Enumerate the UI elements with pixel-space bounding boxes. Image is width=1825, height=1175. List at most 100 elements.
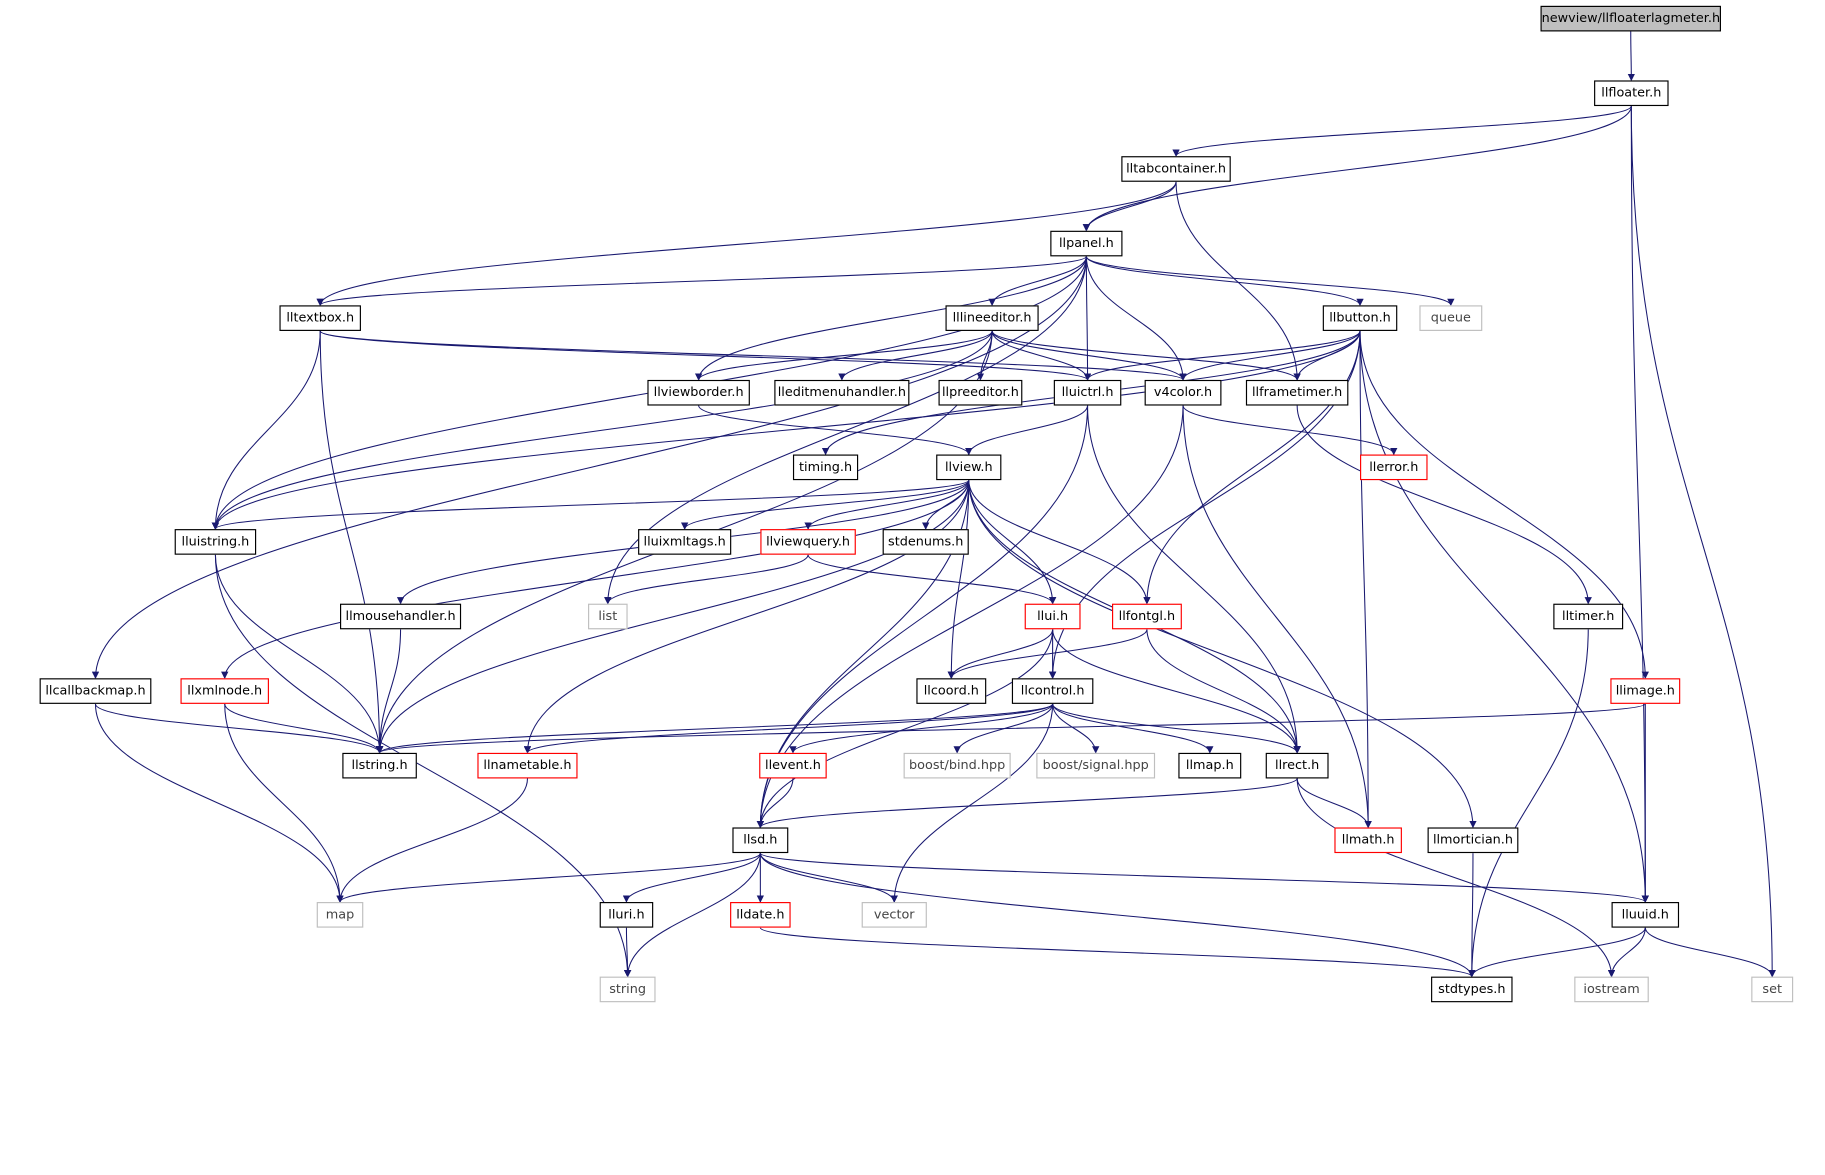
edge-lineeditor-to-viewborder — [695, 330, 993, 381]
edge-lineeditor-to-editmenuhandler — [838, 330, 993, 381]
node-llstring[interactable]: llstring.h — [342, 752, 417, 779]
node-nametable[interactable]: llnametable.h — [477, 752, 578, 779]
edge-panel-to-textbox — [316, 255, 1087, 307]
node-stdtypes[interactable]: stdtypes.h — [1431, 976, 1513, 1003]
node-textbox[interactable]: lltextbox.h — [279, 305, 361, 331]
node-control[interactable]: llcontrol.h — [1011, 678, 1094, 704]
node-uri[interactable]: lluri.h — [599, 902, 654, 928]
edge-view-to-nametable — [523, 480, 970, 754]
edge-uictrl-to-rect — [1087, 405, 1301, 754]
node-uistring[interactable]: lluistring.h — [174, 529, 257, 555]
node-timing[interactable]: timing.h — [792, 454, 859, 481]
edge-panel-to-viewborder — [695, 256, 1087, 381]
node-view[interactable]: llview.h — [936, 454, 1002, 481]
edge-lineeditor-to-frametimer — [991, 330, 1301, 381]
node-editmenuhandler[interactable]: lleditmenuhandler.h — [774, 379, 910, 406]
edge-mousehandler-to-llstring — [375, 629, 402, 754]
node-error[interactable]: llerror.h — [1360, 454, 1428, 481]
edge-control-to-event — [789, 703, 1054, 754]
node-boostbind: boost/bind.hpp — [903, 752, 1011, 779]
edge-control-to-llstring — [376, 703, 1054, 754]
node-viewquery[interactable]: llviewquery.h — [760, 529, 856, 555]
edge-panel-to-list — [604, 256, 1087, 605]
edge-event-to-sd — [756, 778, 794, 829]
node-llmath[interactable]: llmath.h — [1334, 827, 1402, 854]
edge-timer-to-stdtypes — [1468, 629, 1589, 978]
edge-floater-to-set — [1630, 106, 1776, 978]
edge-rect-to-iostream — [1296, 778, 1616, 978]
edge-panel-to-callbackmap — [91, 256, 1087, 679]
edge-control-to-boostsignal — [1052, 703, 1100, 754]
node-xmlnode[interactable]: llxmlnode.h — [180, 678, 269, 704]
node-v4color[interactable]: v4color.h — [1144, 379, 1222, 406]
node-fontgl[interactable]: llfontgl.h — [1112, 603, 1182, 630]
node-viewborder[interactable]: llviewborder.h — [647, 379, 750, 406]
node-button[interactable]: llbutton.h — [1322, 305, 1398, 331]
edge-floater-to-uuid — [1630, 106, 1649, 903]
edge-callbackmap-to-llstring — [94, 703, 384, 754]
node-ui[interactable]: llui.h — [1024, 603, 1081, 630]
edge-tabcontainer-to-panel — [1082, 181, 1177, 232]
edge-control-to-map_h — [1052, 703, 1214, 754]
edge-button-to-image — [1359, 330, 1649, 679]
edge-ui-to-rect — [1052, 629, 1301, 754]
edge-panel-to-v4color — [1085, 256, 1187, 381]
edge-ui-to-coord — [947, 629, 1054, 679]
node-timer[interactable]: lltimer.h — [1553, 603, 1624, 630]
edge-control-to-nametable — [523, 703, 1054, 754]
node-coord[interactable]: llcoord.h — [916, 678, 987, 704]
edge-floater-to-panel — [1082, 106, 1632, 232]
node-sd[interactable]: llsd.h — [732, 827, 789, 854]
node-image[interactable]: llimage.h — [1610, 678, 1681, 704]
node-date[interactable]: lldate.h — [730, 902, 791, 928]
node-panel[interactable]: llpanel.h — [1050, 230, 1123, 257]
edge-uictrl-to-view — [965, 405, 1089, 456]
node-lineeditor[interactable]: lllineeditor.h — [945, 305, 1039, 331]
edge-button-to-llmath — [1359, 330, 1372, 829]
edge-sd-to-stdtypes — [759, 853, 1476, 978]
node-iostream: iostream — [1574, 976, 1649, 1003]
node-list: list — [588, 603, 628, 630]
node-uixmltags[interactable]: lluixmltags.h — [638, 529, 732, 555]
edge-sd-to-stdstring — [623, 853, 761, 978]
edge-fontgl-to-rect — [1146, 629, 1301, 754]
edge-button-to-uuid — [1359, 330, 1649, 903]
node-frametimer[interactable]: llframetimer.h — [1245, 379, 1349, 406]
edge-callbackmap-to-stdmap — [94, 703, 344, 903]
node-callbackmap[interactable]: llcallbackmap.h — [39, 678, 152, 704]
edge-textbox-to-uistring — [211, 330, 321, 530]
edge-uuid-to-iostream — [1607, 927, 1646, 978]
node-stdenums[interactable]: stdenums.h — [882, 529, 969, 555]
edge-tabcontainer-to-textbox — [316, 181, 1177, 307]
node-map_h[interactable]: llmap.h — [1178, 752, 1242, 779]
node-event[interactable]: llevent.h — [759, 752, 827, 779]
edge-viewborder-to-view — [698, 405, 973, 456]
edge-uuid-to-stdtypes — [1468, 927, 1646, 978]
node-mortician[interactable]: llmortician.h — [1427, 827, 1519, 854]
node-floater[interactable]: llfloater.h — [1594, 80, 1669, 107]
node-rect[interactable]: llrect.h — [1265, 752, 1329, 779]
edge-view-to-xmlnode — [221, 480, 970, 679]
edge-layer — [91, 31, 1776, 978]
edge-button-to-uictrl — [1083, 330, 1361, 381]
edge-view-to-viewquery — [804, 479, 970, 530]
edge-floaterlagmeter-to-floater — [1627, 31, 1635, 82]
node-floaterlagmeter[interactable]: newview/llfloaterlagmeter.h — [1540, 5, 1721, 32]
edge-lineeditor-to-v4color — [991, 330, 1187, 381]
edge-rect-to-sd — [756, 778, 1298, 829]
node-uictrl[interactable]: lluictrl.h — [1053, 379, 1122, 406]
node-mousehandler[interactable]: llmousehandler.h — [340, 603, 462, 630]
edge-panel-to-lineeditor — [988, 256, 1087, 307]
node-stdmap: map — [316, 902, 364, 928]
node-tabcontainer[interactable]: lltabcontainer.h — [1121, 156, 1231, 182]
edge-sd-to-stdmap — [336, 852, 761, 903]
edge-viewquery-to-ui — [807, 554, 1057, 605]
edge-button-to-fontgl — [1143, 330, 1361, 605]
node-preeditor[interactable]: llpreeditor.h — [938, 379, 1023, 406]
edge-sd-to-uri — [622, 852, 761, 903]
edge-date-to-stdtypes — [759, 927, 1476, 978]
node-uuid[interactable]: lluuid.h — [1611, 902, 1680, 928]
edge-textbox-to-uictrl — [319, 330, 1091, 381]
edge-fontgl-to-coord — [947, 629, 1148, 679]
